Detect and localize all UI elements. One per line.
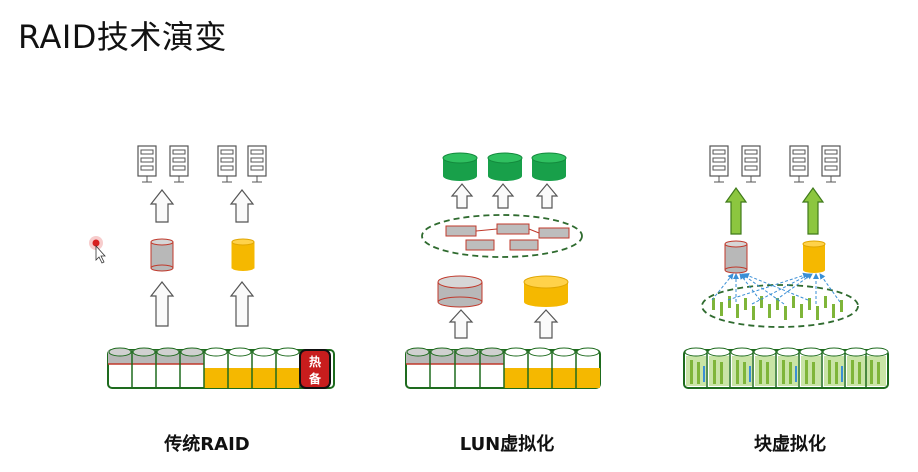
up-arrow-icon (448, 309, 474, 339)
panel-traditional-raid: 热 备 (107, 145, 335, 389)
lun-cylinder-yellow (231, 238, 255, 271)
lun-cylinder-yellow (802, 240, 826, 273)
server-icon (217, 145, 237, 183)
lun-cylinder-gray (437, 275, 483, 308)
laser-pointer-dot (89, 236, 103, 250)
server-icon (821, 145, 841, 183)
disk-row (683, 347, 889, 389)
disk-row (405, 347, 601, 389)
up-arrow-icon (450, 183, 474, 209)
up-arrow-icon (229, 189, 255, 223)
caption-lun-virtualization: LUN虚拟化 (459, 434, 555, 455)
page-title: RAID技术演变 (18, 18, 227, 56)
up-arrow-icon (535, 183, 559, 209)
green-cylinder (487, 152, 523, 181)
mouse-cursor-icon (95, 244, 106, 264)
green-cylinder (442, 152, 478, 181)
chunk-pool (701, 284, 859, 328)
up-arrow-icon (229, 281, 255, 327)
up-arrow-icon (533, 309, 559, 339)
server-icon (789, 145, 809, 183)
virtual-pool (421, 214, 583, 258)
chunk-mapping-arrows (711, 272, 841, 305)
up-arrow-icon (724, 186, 748, 235)
server-icon (247, 145, 267, 183)
up-arrow-icon (491, 183, 515, 209)
caption-block-virtualization: 块虚拟化 (754, 434, 826, 455)
caption-traditional-raid: 传统RAID (164, 434, 250, 455)
panel-lun-virtualization (405, 152, 601, 389)
lun-cylinder-yellow (523, 275, 569, 307)
green-cylinder (531, 152, 567, 181)
server-icon (137, 145, 157, 183)
up-arrow-icon (801, 186, 825, 235)
server-icon (709, 145, 729, 183)
server-icon (169, 145, 189, 183)
lun-cylinder-gray (150, 238, 174, 272)
up-arrow-icon (149, 189, 175, 223)
panel-block-virtualization (683, 145, 889, 389)
up-arrow-icon (149, 281, 175, 327)
disk-row (107, 347, 335, 389)
hot-spare-label-2: 备 (308, 371, 322, 386)
lun-cylinder-gray (724, 240, 748, 274)
hot-spare-label-1: 热 (309, 354, 321, 369)
server-icon (741, 145, 761, 183)
chunk-bars (712, 296, 843, 320)
hot-spare-disk: 热 备 (299, 349, 331, 389)
